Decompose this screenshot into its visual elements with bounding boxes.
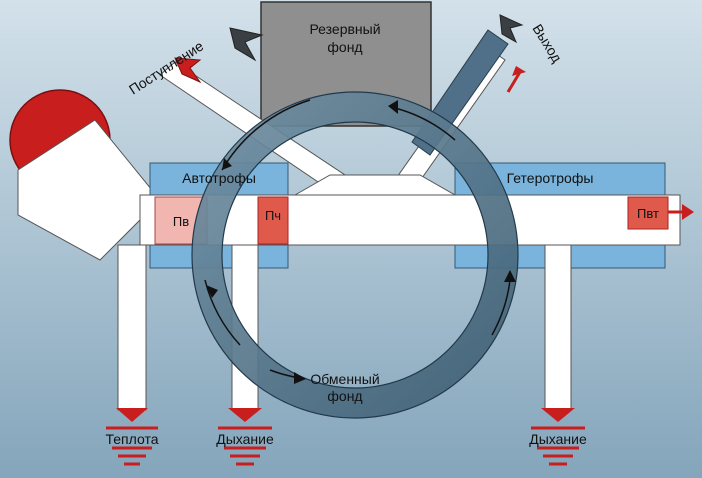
heat-label: Теплота	[106, 431, 159, 447]
pvt-box	[627, 196, 669, 230]
pvt-label: Пвт	[637, 206, 659, 221]
cycle-arrow-top-right	[394, 107, 456, 141]
cycle-arrowhead-right	[504, 270, 516, 282]
autotroph-respiration-label: Дыхание	[216, 431, 274, 447]
outflow-arrow-icon	[499, 14, 524, 44]
exchange-ring-inner-edge	[221, 121, 489, 389]
outflow-red-line	[506, 71, 522, 93]
reserve-fund-label: Резервный	[309, 21, 380, 37]
exchange-fund-label: Обменный	[310, 371, 379, 387]
heterotroph-respiration-label: Дыхание	[529, 431, 587, 447]
exchange-fund-label-line2: фонд	[327, 388, 362, 404]
pv-label: Пв	[173, 214, 189, 229]
heat-ground-icon	[106, 408, 158, 466]
cycle-arrowhead-bottom	[294, 372, 306, 384]
heterotrophs-label: Гетеротрофы	[507, 170, 594, 186]
inflow-red-arrow-icon	[174, 57, 202, 84]
cycle-arrow-top-left	[221, 99, 311, 171]
cycle-arrow-right	[491, 279, 511, 336]
cycle-arrowhead-top-right	[388, 100, 398, 114]
cycle-arrowhead-left	[206, 285, 218, 298]
pch-box	[257, 196, 289, 245]
heterotroph-respiration-drain	[544, 244, 572, 411]
autotrophs-label: Автотрофы	[182, 170, 256, 186]
autotroph-respiration-ground-icon	[218, 408, 272, 466]
exchange-ring	[192, 92, 518, 418]
heterotroph-respiration-ground-icon	[531, 408, 585, 466]
heat-drain	[117, 244, 147, 411]
cycle-arrowhead-top-left	[222, 158, 232, 170]
pvt-output-arrow-icon	[682, 204, 694, 220]
pch-label: Пч	[265, 208, 281, 223]
reserve-link	[293, 174, 457, 196]
exchange-ring-outer-edge	[191, 91, 519, 419]
light-input-channel	[17, 119, 161, 261]
inflow-dark-arrow-icon	[229, 27, 264, 62]
reserve-fund-label-line2: фонд	[327, 39, 362, 55]
outflow-red-arrow-icon	[512, 66, 526, 76]
